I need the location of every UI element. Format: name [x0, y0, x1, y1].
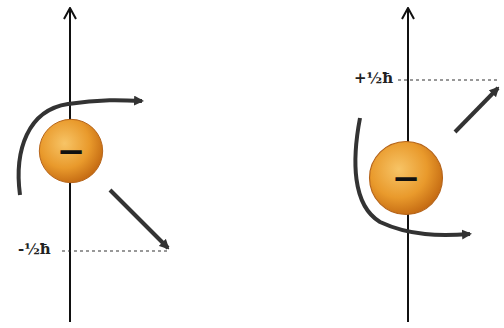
spin-value: +½ħ — [352, 69, 395, 87]
electron-sphere: − — [38, 118, 104, 184]
electron-sphere: − — [368, 140, 444, 216]
rotation-arrow — [355, 118, 470, 235]
dashed-level — [398, 79, 500, 80]
spin-vector — [455, 88, 498, 132]
spin-vector — [110, 190, 168, 248]
charge-sign: − — [38, 118, 104, 184]
dashed-level — [62, 250, 168, 251]
charge-sign: − — [368, 140, 444, 216]
spin-value: -½ħ — [16, 240, 53, 258]
rotation-arrow — [19, 100, 142, 195]
